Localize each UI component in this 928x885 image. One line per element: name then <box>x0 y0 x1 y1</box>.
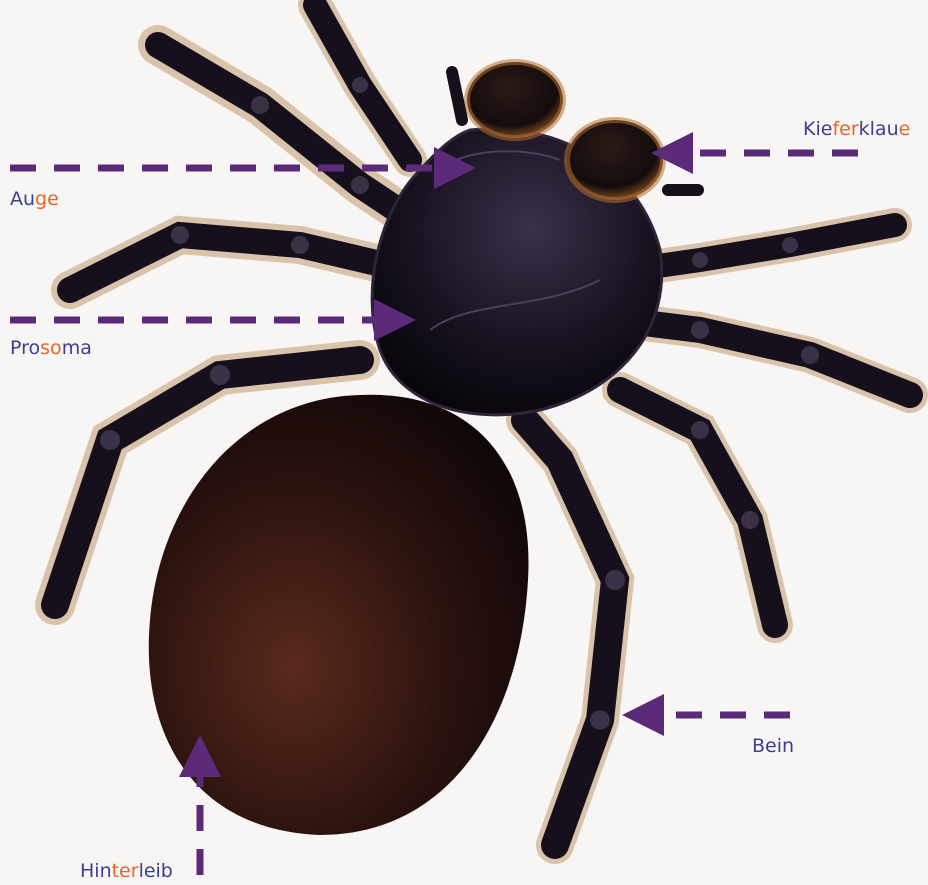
label-auge: Auge <box>10 188 59 210</box>
label-segment: Hin <box>80 860 112 882</box>
label-highlight-segment: fer <box>832 118 858 140</box>
label-highlight-segment: ge <box>35 188 59 210</box>
label-segment: ma <box>62 337 92 359</box>
label-prosoma: Prosoma <box>10 337 92 359</box>
label-bein: Bein <box>752 735 794 757</box>
label-highlight-segment: so <box>40 337 62 359</box>
label-segment: leib <box>139 860 173 882</box>
label-highlight-segment: e <box>899 118 911 140</box>
label-segment: Au <box>10 188 35 210</box>
label-segment: klau <box>859 118 899 140</box>
label-segment: Pro <box>10 337 40 359</box>
label-segment: Kie <box>803 118 832 140</box>
label-segment: Bein <box>752 735 794 757</box>
label-highlight-segment: ter <box>112 860 139 882</box>
abdomen <box>149 395 529 835</box>
label-hinterleib: Hinterleib <box>80 860 173 882</box>
label-kieferklaue: Kieferklaue <box>803 118 910 140</box>
